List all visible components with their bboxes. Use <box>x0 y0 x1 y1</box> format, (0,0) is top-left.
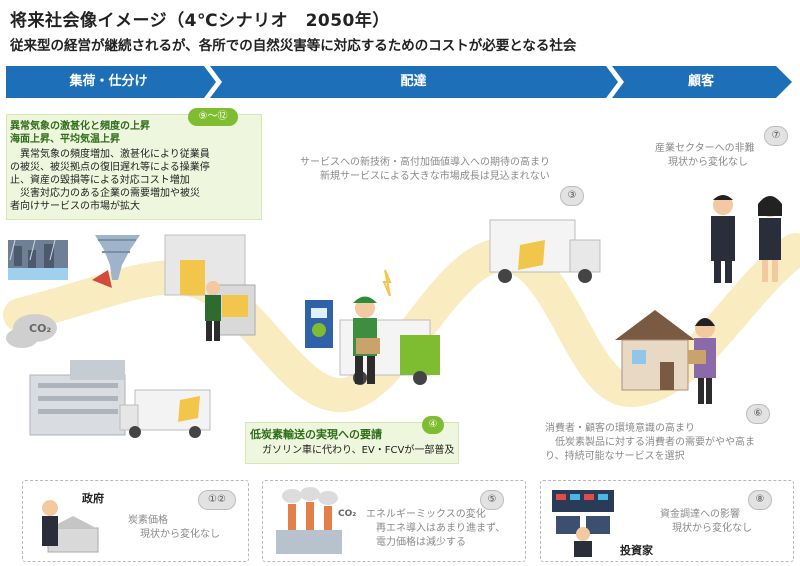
co2-cloud-icon: CO₂ <box>6 314 57 348</box>
delivery-driver-icon <box>353 269 392 384</box>
ev-charger-icon <box>305 300 333 348</box>
risk-6-line-3: り、持続可能なサービスを選択 <box>545 451 685 462</box>
svg-text:CO₂: CO₂ <box>29 322 51 335</box>
risk-badge-7: ⑦ <box>764 126 788 146</box>
investor-icon <box>552 490 614 557</box>
risk-4-line-2: ガソリン車に代わり、EV・FCVが一部普及 <box>262 445 455 456</box>
risk-heading-sea-level: 海面上昇、平均気温上昇 <box>10 134 120 145</box>
actor-government-label: 政府 <box>82 492 104 505</box>
tornado-icon <box>92 235 140 288</box>
risk-6-line-1: 消費者・顧客の環境意識の高まり <box>545 423 695 434</box>
risk-badge-4: ④ <box>422 416 444 434</box>
risk-badge-3: ③ <box>560 186 584 206</box>
stakeholder-box-energy <box>262 480 526 562</box>
risk-3-line-1: サービスへの新技術・高付加価値導入への期待の高まり <box>300 157 550 168</box>
risk-1-2-line-2: 現状から変化なし <box>140 529 220 540</box>
actor-investor-label: 投資家 <box>620 544 653 557</box>
stage-label-customer: 顧客 <box>687 74 714 89</box>
risk-body-line-3: 止、資産の毀損等による対応コスト増加 <box>10 175 190 186</box>
stage-arrows <box>6 66 792 98</box>
risk-body-line-5: 者向けサービスの市場が拡大 <box>10 201 140 212</box>
risk-8-line-1: 資金調達への影響 <box>660 509 740 520</box>
warehouse-icon <box>29 360 126 436</box>
risk-badge-6: ⑥ <box>746 404 770 424</box>
risk-heading-extreme-weather: 異常気象の激甚化と頻度の上昇 <box>10 121 150 132</box>
page-subtitle: 従来型の経営が継続されるが、各所での自然災害等に対応するためのコストが必要となる… <box>10 38 577 54</box>
risk-body-line-2: の被災、被災拠点の復旧遅れ等による操業停 <box>10 162 210 173</box>
risk-8-line-2: 現状から変化なし <box>672 523 752 534</box>
stakeholder-box-investor <box>540 480 794 562</box>
house-icon <box>615 310 695 391</box>
stage-arrow-2 <box>210 66 618 98</box>
delivery-truck-icon-1 <box>119 389 211 438</box>
risk-4-line-1: 低炭素輸送の実現への要請 <box>250 428 382 441</box>
risk-badge-1-2: ①② <box>198 490 236 510</box>
delivery-truck-icon-2 <box>489 219 601 283</box>
risk-5-line-2: 再エネ導入はあまり進まず、 <box>376 523 506 534</box>
risk-5-line-1: エネルギーミックスの変化 <box>366 509 486 520</box>
stage-label-delivery: 配達 <box>400 74 427 89</box>
risk-body-line-1: 異常気象の頻度増加、激甚化により従業員 <box>10 149 210 160</box>
risk-badge-5: ⑤ <box>480 490 504 510</box>
risk-5-line-3: 電力価格は減少する <box>376 537 466 548</box>
risk-box-climate-physical <box>6 114 262 220</box>
risk-body-line-4: 災害対応力のある企業の需要増加や被災 <box>10 188 200 199</box>
power-plant-icon: CO₂ <box>276 487 356 554</box>
stage-arrow-3 <box>612 66 792 98</box>
customer-icon <box>688 318 716 404</box>
risk-3-line-2: 新規サービスによる大きな市場成長は見込まれない <box>320 171 550 182</box>
risk-1-2-line-1: 炭素価格 <box>128 515 168 526</box>
illustration-layer: CO₂ <box>3 195 800 438</box>
risk-7-line-2: 現状から変化なし <box>668 157 748 168</box>
risk-badge-8: ⑧ <box>748 490 772 510</box>
stakeholder-box-government <box>22 480 249 562</box>
risk-badge-9-12: ⑨〜⑫ <box>188 108 238 126</box>
business-people-icon <box>711 195 782 283</box>
page-title: 将来社会像イメージ（4℃シナリオ 2050年） <box>10 11 390 31</box>
flood-city-icon <box>8 239 68 280</box>
worker-icon <box>205 281 221 341</box>
stage-label-collection: 集荷・仕分け <box>69 74 148 89</box>
risk-7-line-1: 産業セクターへの非難 <box>655 143 755 154</box>
risk-6-line-2: 低炭素製品に対する消費者の需要がやや高ま <box>545 437 755 448</box>
stage-arrow-1 <box>6 66 216 98</box>
stage-bar: 集荷・仕分け 配達 顧客 <box>6 66 796 98</box>
co2-emission-label: CO₂ <box>338 509 356 519</box>
government-building-icon <box>42 500 99 553</box>
